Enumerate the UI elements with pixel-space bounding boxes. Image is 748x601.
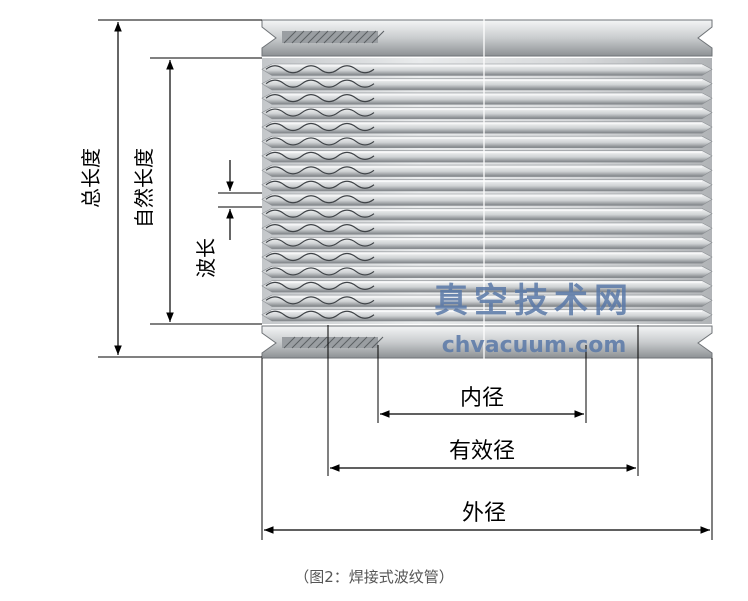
- wave-line: [265, 252, 375, 262]
- convolution-disc: [261, 63, 713, 76]
- wave-line: [265, 281, 375, 290]
- convolution-disc: [261, 193, 713, 206]
- wave-line: [265, 108, 375, 117]
- wave-line: [265, 310, 375, 319]
- convolution-disc: [261, 135, 713, 148]
- label-free-length: 自然长度: [132, 148, 156, 228]
- wave-line: [265, 195, 375, 204]
- convolution-disc: [261, 164, 713, 177]
- watermark-url: chvacuum.com: [442, 333, 627, 358]
- diameter-extension-lines: [261, 325, 713, 540]
- wave-cross-section: [265, 65, 375, 319]
- bellows-body: [261, 58, 713, 324]
- hatch-line: [307, 30, 321, 44]
- hatch-line: [371, 30, 385, 44]
- label-wavelength: 波长: [194, 238, 218, 278]
- hatch-line: [331, 336, 344, 349]
- hatch-line: [355, 30, 369, 44]
- hatch-line: [371, 336, 384, 349]
- hatch-line: [323, 336, 336, 349]
- hatch-line: [307, 336, 320, 349]
- wave-line: [265, 296, 375, 305]
- label-total-length: 总长度: [79, 148, 103, 208]
- wave-line: [265, 151, 375, 160]
- dim-free-length: 自然长度: [132, 57, 262, 325]
- label-effective-diameter: 有效径: [449, 439, 515, 464]
- wave-line: [265, 94, 375, 103]
- convolution-disc: [261, 78, 713, 91]
- wave-line: [265, 238, 375, 247]
- dim-total-length: 总长度: [79, 19, 262, 358]
- hatch-line: [283, 30, 297, 44]
- hatch-line: [299, 336, 312, 349]
- bottom-hatch-lines: [283, 336, 384, 349]
- convolution-disc: [261, 294, 713, 307]
- convolution-disc: [261, 237, 713, 250]
- wave-line: [265, 166, 375, 175]
- convolution-disc: [261, 309, 713, 322]
- wave-line: [265, 79, 375, 88]
- top-hatch-lines: [283, 30, 385, 44]
- hatch-line: [291, 30, 305, 44]
- dim-outer-diameter: 外径: [264, 501, 710, 534]
- wave-line: [265, 137, 375, 146]
- top-flange: [261, 19, 713, 57]
- wave-line: [265, 65, 375, 74]
- hatch-line: [315, 336, 328, 349]
- dim-effective-diameter: 有效径: [330, 439, 636, 472]
- hatch-line: [291, 336, 304, 349]
- label-inner-diameter: 内径: [460, 386, 504, 411]
- dim-wavelength: 波长: [194, 160, 262, 278]
- convolution-disc: [261, 150, 713, 163]
- hatch-line: [347, 30, 361, 44]
- wave-line: [265, 180, 375, 189]
- hatch-line: [339, 336, 352, 349]
- wave-line: [265, 122, 375, 132]
- convolution-disc: [261, 280, 713, 293]
- hatch-line: [347, 336, 360, 349]
- watermark: 真空技术网 chvacuum.com: [434, 281, 634, 358]
- hatch-line: [331, 30, 345, 44]
- hatch-line: [339, 30, 353, 44]
- watermark-cn: 真空技术网: [434, 281, 634, 321]
- convolution-disc: [261, 251, 713, 264]
- figure-caption: （图2：焊接式波纹管）: [294, 568, 454, 586]
- hatch-line: [283, 336, 296, 349]
- convolution-disc: [261, 121, 713, 134]
- hatch-line: [363, 30, 377, 44]
- convolution-disc: [261, 208, 713, 221]
- convolution-disc: [261, 92, 713, 105]
- wave-line: [265, 209, 375, 218]
- dim-inner-diameter: 内径: [380, 386, 584, 418]
- convolution-disc: [261, 107, 713, 120]
- convolution-disc: [261, 265, 713, 278]
- hatch-line: [355, 336, 368, 349]
- hatch-line: [363, 336, 376, 349]
- label-outer-diameter: 外径: [462, 501, 506, 526]
- hatch-line: [299, 30, 313, 44]
- hatch-line: [315, 30, 329, 44]
- convolution-disc: [261, 179, 713, 192]
- hatch-line: [323, 30, 337, 44]
- wave-line: [265, 224, 375, 233]
- convolution-disc: [261, 222, 713, 235]
- wave-line: [265, 267, 375, 276]
